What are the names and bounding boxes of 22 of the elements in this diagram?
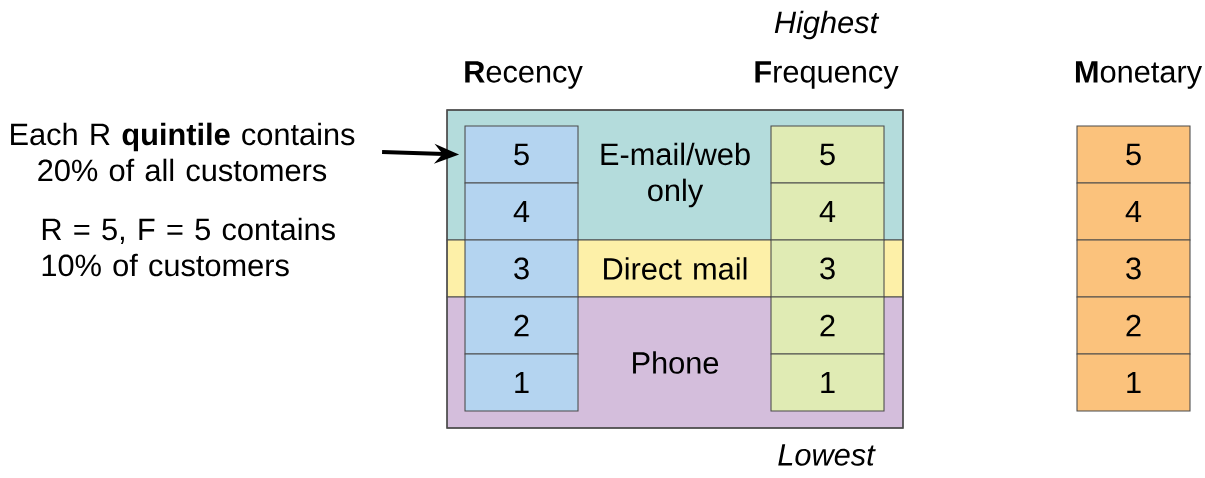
- score-cell: 5: [770, 125, 885, 184]
- score-cell: 1: [770, 353, 885, 412]
- score-cell: 1: [1076, 353, 1191, 412]
- score-cell: 3: [464, 239, 579, 298]
- score-cell: 2: [770, 296, 885, 355]
- note-text: R = 5, F = 5 contains 10% of customers: [42, 217, 335, 277]
- note-text: Each R quintile contains 20% of all customers: [11, 122, 355, 182]
- range-label: Highest: [774, 10, 880, 40]
- score-cell: 4: [1076, 182, 1191, 241]
- score-cell: 3: [1076, 239, 1191, 298]
- score-cell: 5: [464, 125, 579, 184]
- column-heading: Monetary: [1075, 61, 1203, 89]
- range-label: Lowest: [778, 444, 876, 466]
- score-cell: 2: [464, 296, 579, 355]
- score-cell: 2: [1076, 296, 1191, 355]
- score-cell: 1: [464, 353, 579, 412]
- score-cell: 3: [770, 239, 885, 298]
- column-heading: Frequency: [755, 61, 899, 89]
- column-heading: Recency: [465, 61, 583, 89]
- score-cell: 4: [464, 182, 579, 241]
- score-cell: 5: [1076, 125, 1191, 184]
- score-cell: 4: [770, 182, 885, 241]
